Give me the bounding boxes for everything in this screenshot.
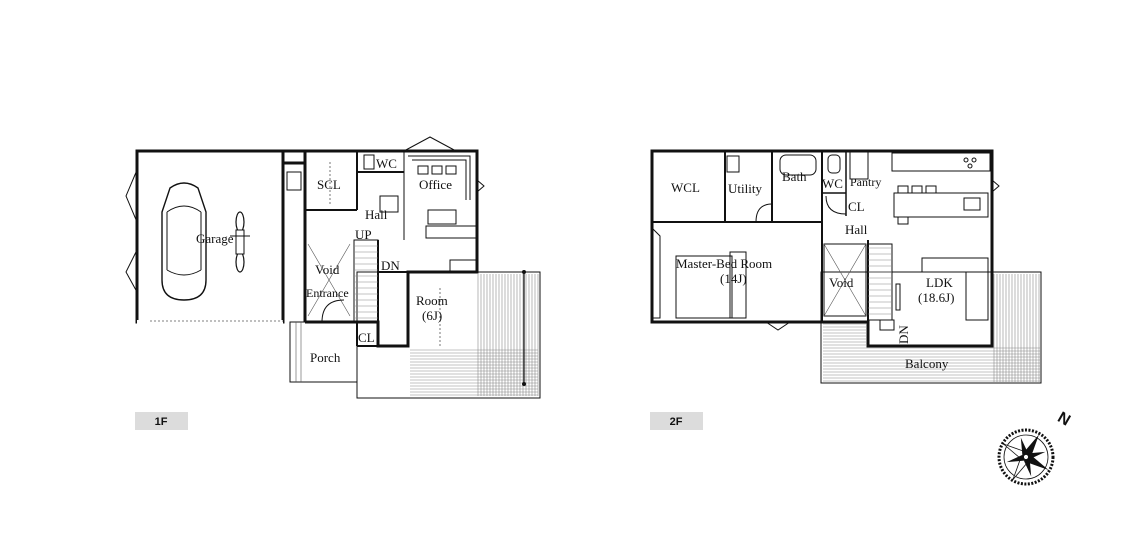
- motorcycle-icon: [230, 211, 250, 273]
- room-label-utility: Utility: [728, 181, 762, 196]
- floor-tag-1f: 1F: [135, 412, 188, 430]
- room-label-hall-1f: Hall: [365, 207, 388, 222]
- svg-text:2F: 2F: [670, 416, 683, 428]
- compass-rose-icon: N: [997, 409, 1074, 486]
- floor-plan-1f: Garage SCL WC Office Hall UP Void DN Ent…: [125, 136, 541, 430]
- room-label-cl-2f: CL: [848, 199, 865, 214]
- compass-north-label: N: [1055, 409, 1074, 430]
- car-icon: [161, 182, 207, 301]
- room-label-porch: Porch: [310, 350, 341, 365]
- stair-label-dn-2f: DN: [896, 325, 911, 344]
- room-label-room: Room: [416, 293, 448, 308]
- room-label-cl-1f: CL: [358, 330, 375, 345]
- room-label-garage: Garage: [196, 231, 234, 246]
- floor-plan-2f: WCL Utility Bath WC Pantry CL Hall Maste…: [650, 149, 1042, 430]
- room-size-ldk: (18.6J): [918, 290, 954, 305]
- room-size-master-bed: (14J): [720, 271, 747, 286]
- floor-tag-2f: 2F: [650, 412, 703, 430]
- room-label-entrance: Entrance: [306, 286, 349, 300]
- room-label-void-1f: Void: [315, 262, 340, 277]
- porch-area: [289, 321, 358, 383]
- balcony-area: [820, 271, 1042, 384]
- room-label-balcony: Balcony: [905, 356, 949, 371]
- room-label-hall-2f: Hall: [845, 222, 868, 237]
- stair-label-up: UP: [355, 227, 372, 242]
- room-label-wc-1f: WC: [376, 156, 397, 171]
- room-label-bath: Bath: [782, 169, 807, 184]
- room-size-room: (6J): [422, 308, 442, 323]
- room-label-wcl: WCL: [671, 180, 700, 195]
- svg-text:1F: 1F: [155, 416, 168, 428]
- room-label-master-bed: Master-Bed Room: [676, 256, 772, 271]
- room-label-scl: SCL: [317, 177, 341, 192]
- deck-1f: [356, 270, 541, 399]
- room-label-pantry: Pantry: [850, 175, 881, 189]
- room-label-wc-2f: WC: [822, 176, 843, 191]
- stair-2f: [867, 243, 893, 321]
- stair-label-dn-1f: DN: [381, 258, 400, 273]
- room-label-office: Office: [419, 177, 452, 192]
- room-label-ldk: LDK: [926, 275, 953, 290]
- room-label-void-2f: Void: [829, 275, 854, 290]
- stair-1f: [353, 239, 379, 323]
